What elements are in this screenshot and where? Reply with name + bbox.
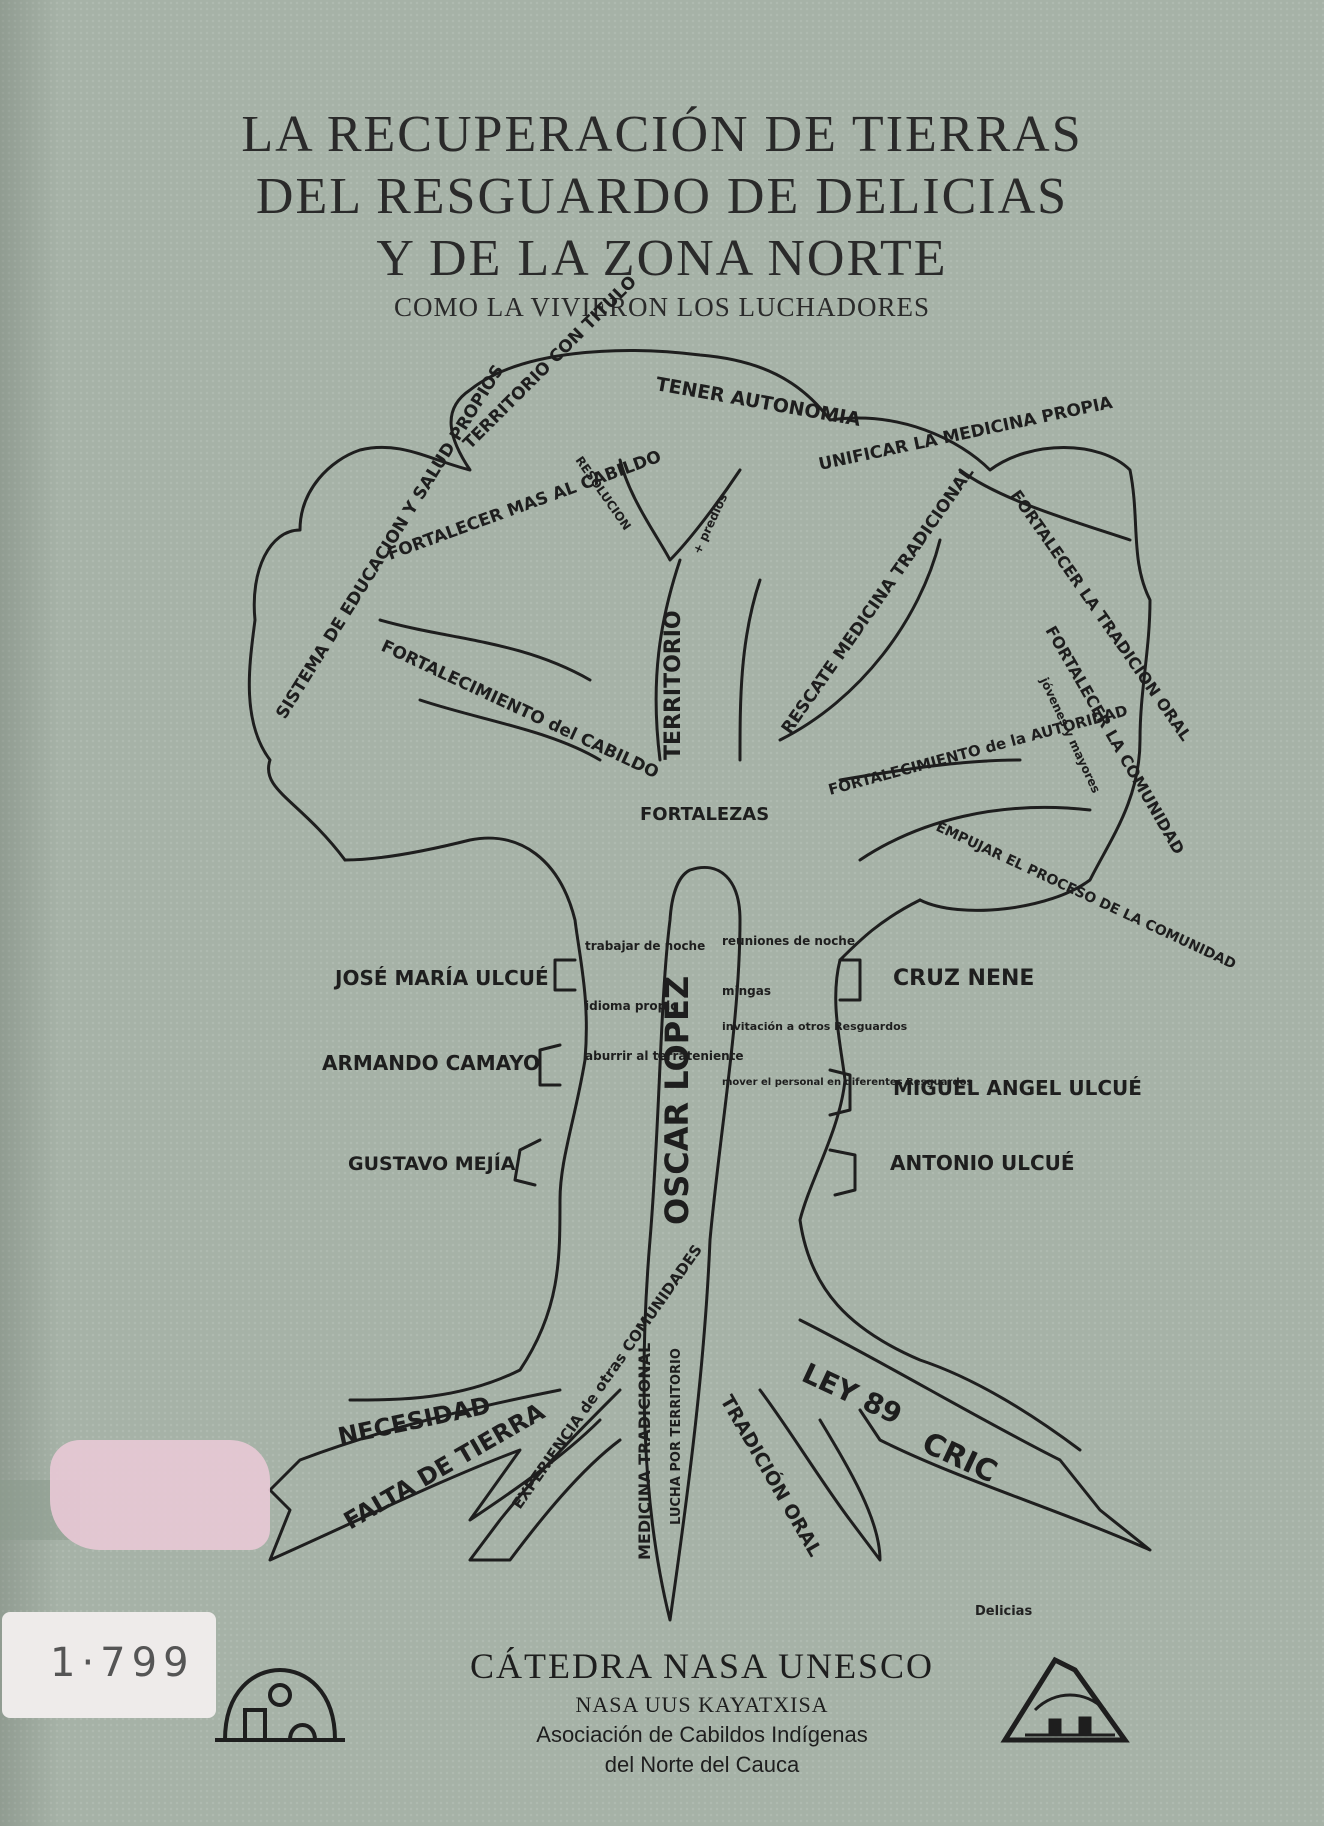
person-cruz-nene: CRUZ NENE: [893, 966, 1034, 991]
note-left-2: idioma propio: [585, 999, 679, 1013]
root-tradicion: TRADICIÓN ORAL: [716, 1391, 828, 1561]
root-lucha: LUCHA POR TERRITORIO: [669, 1348, 684, 1525]
note-right-3: invitación a otros Resguardos: [722, 1020, 908, 1033]
trunk-right-notes: reuniones de noche mingas invitación a o…: [722, 934, 973, 1088]
person-gustavo-mejia: GUSTAVO MEJÍA: [348, 1152, 516, 1175]
root-left: [268, 1388, 602, 1562]
branch-territorio: [618, 458, 742, 562]
label-fortalecimiento-cabildo: FORTALECIMIENTO del CABILDO: [378, 636, 662, 783]
label-tener-autonomia: TENER AUTONOMIA: [654, 373, 862, 431]
title-line-2: DEL RESGUARDO DE DELICIAS: [255, 168, 1069, 225]
label-territorio: TERRITORIO: [661, 610, 686, 760]
bracket-left-1: [553, 958, 577, 992]
person-miguel-angel-ulcue: MIGUEL ANGEL ULCUÉ: [893, 1076, 1142, 1100]
root-right: [798, 1318, 1152, 1552]
label-oscar-lopez: OSCAR LÓPEZ: [657, 976, 696, 1225]
logo-caption: Delicias: [975, 1604, 1033, 1619]
note-right-4: mover el personal en diferentes Resguard…: [722, 1077, 973, 1088]
library-sticker: 1·799: [2, 1612, 216, 1718]
root-medicina: MEDICINA TRADICIONAL: [635, 1343, 654, 1560]
bracket-left-2: [538, 1043, 562, 1087]
tape-residue: [50, 1440, 270, 1550]
footer-line-2: NASA UUS KAYATXISA: [575, 1692, 829, 1717]
root-cric: CRIC: [917, 1426, 1003, 1491]
trunk-left-notes: trabajar de noche idioma propio aburrir …: [585, 939, 744, 1063]
left-logo: [215, 1667, 345, 1742]
bracket-left-3: [513, 1138, 542, 1187]
footer-line-1: CÁTEDRA NASA UNESCO: [469, 1646, 935, 1686]
label-territorio-titulo: TERRITORIO CON TITULO: [459, 272, 640, 453]
bracket-right-1: [838, 958, 862, 1002]
label-rescate: RESCATE MEDICINA TRADICIONAL: [778, 463, 979, 738]
person-antonio-ulcue: ANTONIO ULCUÉ: [890, 1151, 1075, 1175]
note-left-1: trabajar de noche: [585, 939, 705, 953]
title-line-3: Y DE LA ZONA NORTE: [376, 230, 948, 287]
note-right-1: reuniones de noche: [722, 934, 855, 948]
label-predios: + predios: [690, 491, 730, 556]
bracket-right-2: [828, 1068, 852, 1117]
label-fortalecer-comunidad: FORTALECER LA COMUNIDAD: [1042, 623, 1189, 858]
label-empujar: EMPUJAR EL PROCESO DE LA COMUNIDAD: [933, 819, 1238, 973]
crown-outline: [247, 349, 1152, 912]
label-unificar: UNIFICAR LA MEDICINA PROPIA: [817, 393, 1115, 475]
note-right-2: mingas: [722, 984, 771, 998]
right-logo: [1000, 1656, 1130, 1743]
root-mid-left: [468, 1388, 622, 1562]
trunk-left: [343, 836, 588, 1402]
trunk-core: [642, 866, 742, 1622]
title-line-1: LA RECUPERACIÓN DE TIERRAS: [241, 106, 1083, 163]
person-jose-maria-ulcue: JOSÉ MARÍA ULCUÉ: [333, 966, 549, 990]
subtitle: COMO LA VIVIERON LOS LUCHADORES: [393, 292, 931, 322]
footer-line-3: Asociación de Cabildos Indígenas: [536, 1722, 868, 1747]
footer-line-4: del Norte del Cauca: [604, 1752, 800, 1777]
label-fortalezas: FORTALEZAS: [640, 804, 769, 825]
sticker-number: 1·799: [50, 1640, 195, 1686]
note-left-3: aburrir al terrateniente: [585, 1049, 744, 1063]
person-armando-camayo: ARMANDO CAMAYO: [322, 1051, 540, 1075]
bracket-right-3: [828, 1148, 857, 1197]
label-educacion: SISTEMA DE EDUCACION Y SALUD PROPIOS: [272, 361, 508, 722]
root-mid-right: [758, 1388, 882, 1562]
